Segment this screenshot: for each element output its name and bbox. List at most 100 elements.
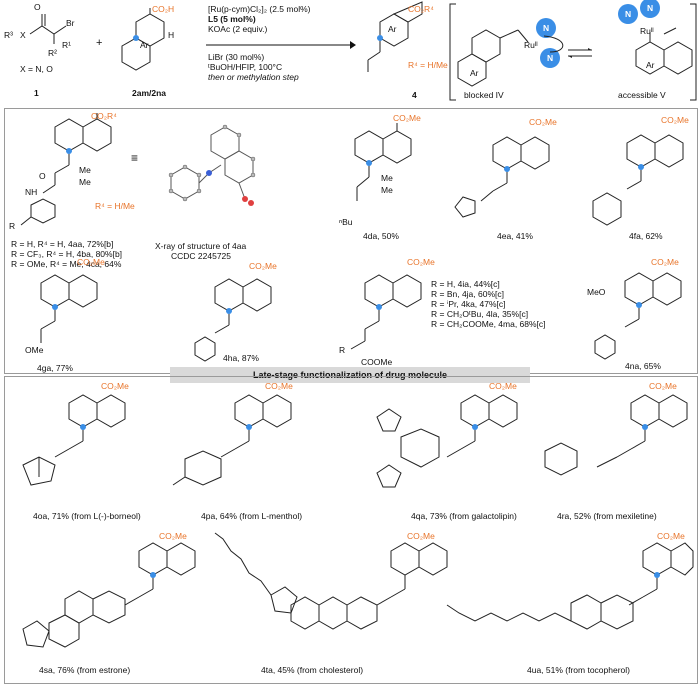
compound-4da-nbu: ⁿBu — [339, 217, 353, 227]
compound-4sa-structure — [22, 542, 196, 648]
r1-label: R¹ — [62, 40, 71, 50]
compound-4sa-caption: 4sa, 76% (from estrone) — [39, 665, 131, 675]
iv-ru: Ruᴵᴵ — [524, 40, 538, 50]
compound-4da-me1: Me — [381, 173, 393, 183]
compound-4ea-caption: 4ea, 41% — [497, 231, 533, 241]
compound-4na-ester: CO₂Me — [651, 257, 679, 267]
compound-4oa-structure — [22, 394, 126, 486]
compound-4ia-r: R — [339, 345, 346, 355]
iv-n1: N — [543, 23, 550, 33]
compound-4qa: CO₂Me 4qa, 73% (from galactolipin) — [361, 381, 531, 521]
hero-lines: R = H, R⁴ = H, 4aa, 72%[b] R = CF₃, R⁴ =… — [11, 239, 123, 269]
compound-4qa-structure — [376, 394, 518, 488]
compound-4ta-caption: 4ta, 45% (from cholesterol) — [261, 665, 364, 675]
reaction-arrow — [206, 41, 356, 49]
bracket-right — [690, 3, 697, 101]
xray-ccdc: CCDC 2245725 — [171, 251, 232, 261]
compound-4ea: CO₂Me 4ea, 41% — [449, 113, 559, 253]
compound-4ga-ester: CO₂Me — [77, 257, 105, 267]
equilibrium-arrows — [568, 48, 592, 58]
compound-4na: CO₂Me MeO 4na, 65% — [585, 257, 693, 373]
compound-4ga: CO₂Me OMe 4ga, 77% — [11, 257, 121, 373]
intermediates-box: Ruᴵᴵ Ar N N blocked IV Ruᴵᴵ Ar N N acces… — [449, 0, 697, 102]
compound-4da-caption: 4da, 50% — [363, 231, 399, 241]
reactant-1-condition: X = N, O — [20, 64, 53, 74]
v-ar: Ar — [646, 60, 655, 70]
compound-4pa: CO₂Me 4pa, 64% (from L-menthol) — [165, 381, 335, 521]
xray-structure — [168, 124, 256, 206]
compound-4da-ester: CO₂Me — [393, 113, 421, 123]
compound-4ua-structure — [446, 542, 694, 630]
compound-4sa: CO₂Me 4sa, 76% (from estrone) — [9, 529, 196, 679]
compound-4fa-caption: 4fa, 62% — [629, 231, 663, 241]
compound-4ha: CO₂Me 4ha, 87% — [194, 257, 305, 373]
reactant-2-acid: CO₂H — [152, 4, 175, 14]
v-n2: N — [647, 3, 654, 13]
compound-4qa-caption: 4qa, 73% (from galactolipin) — [411, 511, 517, 521]
compound-4oa-ester: CO₂Me — [101, 381, 129, 391]
compound-4da: CO₂Me Me Me ⁿBu 4da, 50% — [335, 113, 425, 253]
v-ru: Ruᴵᴵ — [640, 26, 654, 36]
drug-functionalization-panel: CO₂Me 4oa, 71% (from L(-)-borneol) CO₂Me… — [4, 376, 698, 684]
compound-4ga-ome: OMe — [25, 345, 44, 355]
compound-4ra: CO₂Me 4ra, 52% (from mexiletine) — [537, 381, 693, 521]
compound-4oa: CO₂Me 4oa, 71% (from L(-)-borneol) — [9, 381, 159, 521]
compound-4ra-caption: 4ra, 52% (from mexiletine) — [557, 511, 657, 521]
product-ar: Ar — [388, 24, 397, 34]
compound-4fa: CO₂Me 4fa, 62% — [587, 113, 693, 253]
hero-ester: CO₂R⁴ — [91, 111, 117, 121]
hero-me1: Me — [79, 165, 91, 175]
compound-4ha-structure — [194, 278, 272, 362]
intermediate-v-structure — [618, 0, 693, 75]
compound-4ta-ester: CO₂Me — [407, 531, 435, 541]
product-r4-note: R⁴ = H/Me — [408, 60, 448, 70]
hero-structure — [20, 113, 112, 226]
plus-sign: + — [96, 37, 103, 49]
compound-4ia-ester: CO₂Me — [407, 257, 435, 267]
bracket-left — [449, 3, 456, 101]
compound-4qa-ester: CO₂Me — [489, 381, 517, 391]
hero-nh: NH — [25, 187, 38, 197]
compound-4ha-ester: CO₂Me — [249, 261, 277, 271]
product-ester: CO₂R⁴ — [408, 4, 434, 14]
reactant-2-structure — [121, 8, 165, 71]
compound-4ua-caption: 4ua, 51% (from tocopherol) — [527, 665, 630, 675]
compound-4na-structure — [594, 272, 682, 360]
compound-4ta-structure — [214, 532, 448, 630]
compound-4da-me2: Me — [381, 185, 393, 195]
compound-4fa-structure — [592, 134, 684, 226]
compound-4ha-caption: 4ha, 87% — [223, 353, 259, 363]
product-label: 4 — [412, 90, 417, 100]
intermediate-iv-label: blocked IV — [464, 90, 504, 100]
hero-r4: R⁴ = H/Me — [95, 201, 135, 211]
reactant-1-label: 1 — [34, 88, 39, 98]
compound-4ia-tail: COOMe — [361, 357, 393, 367]
compound-4ua-ester: CO₂Me — [657, 531, 685, 541]
reactant-2-h: H — [168, 30, 175, 40]
x-label: X — [20, 30, 26, 40]
conditions-below: LiBr (30 mol%) ᵗBuOH/HFIP, 100°C then or… — [208, 52, 299, 82]
compound-4pa-caption: 4pa, 64% (from L-menthol) — [201, 511, 303, 521]
compound-4na-meo: MeO — [587, 287, 606, 297]
br-label: Br — [66, 18, 75, 28]
compound-4fa-ester: CO₂Me — [661, 115, 689, 125]
hero-r: R — [9, 221, 16, 231]
compound-4ia-structure — [350, 274, 422, 350]
hero-o: O — [39, 171, 46, 181]
iv-n2: N — [547, 53, 554, 63]
intermediate-iv-structure — [457, 18, 564, 87]
compound-4ra-structure — [544, 394, 688, 476]
late-stage-banner: Late-stage functionalization of drug mol… — [170, 367, 530, 383]
compound-4ea-ester: CO₂Me — [529, 117, 557, 127]
product-4-structure — [367, 1, 423, 72]
intermediate-v-label: accessible V — [618, 90, 666, 100]
compound-4pa-structure — [172, 394, 292, 486]
substrate-scope-panel: CO₂R⁴ Me Me O NH R⁴ = H/Me R ≡ R = H, R⁴… — [4, 108, 698, 374]
hero-me2: Me — [79, 177, 91, 187]
compound-4ga-caption: 4ga, 77% — [37, 363, 73, 373]
compound-4oa-caption: 4oa, 71% (from L(-)-borneol) — [33, 511, 141, 521]
r2-label: R² — [48, 48, 57, 58]
compound-series-4ia: CO₂Me R COOMe R = H, 4ia, 44%[c] R = Bn,… — [335, 257, 575, 373]
xray-caption: X-ray of structure of 4aa — [155, 241, 247, 251]
series-4ia-lines: R = H, 4ia, 44%[c] R = Bn, 4ja, 60%[c] R… — [431, 279, 546, 329]
